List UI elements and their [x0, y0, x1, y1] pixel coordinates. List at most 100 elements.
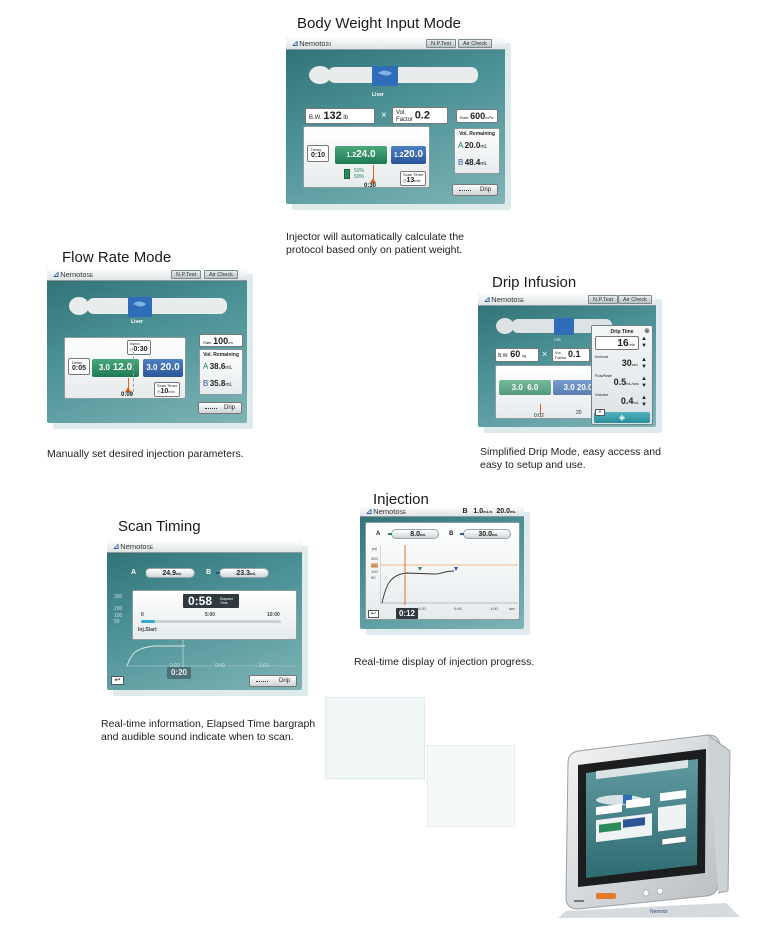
rate-field[interactable]: Rate 600mPa — [456, 109, 498, 123]
vol-factor-value: 0.1 — [568, 349, 581, 359]
np-test-button[interactable]: N.P.Test — [588, 295, 619, 304]
remaining-b-label: B — [458, 158, 464, 167]
volume-stepper-icon[interactable]: ▲▼ — [641, 395, 647, 408]
phase-a-block[interactable]: 1.224.0 — [335, 146, 387, 164]
rate-field[interactable]: Rate 100mL — [199, 334, 243, 347]
list-icon[interactable]: ≡ — [595, 409, 605, 416]
syringe-a-value: 24.9 — [162, 570, 176, 577]
bw-label: B.W. — [309, 115, 322, 121]
body-weight-field[interactable]: B.W. 132 lb — [305, 108, 375, 124]
drip-button[interactable]: Drip — [198, 402, 242, 414]
body-weight-caption-line1: Injector will automatically calculate th… — [286, 231, 464, 243]
delay-value: 0:05 — [72, 365, 87, 372]
volume-field[interactable]: 0.4mL — [606, 396, 639, 406]
syringe-b: 23.3mL — [216, 568, 269, 578]
flowrate-field[interactable]: 0.5mL/sec — [606, 377, 639, 387]
phase-b-block[interactable]: 1.220.0 — [391, 146, 426, 164]
remaining-a-unit: mL — [480, 144, 488, 150]
back-button[interactable]: ↩ — [111, 676, 124, 685]
syringe-a-tip — [142, 572, 146, 574]
pressure-curve — [125, 640, 295, 668]
phase-b-block[interactable]: 3.0 20.0 — [143, 359, 183, 377]
current-phase-info: B 1.0mL/s 20.0mL — [463, 506, 517, 517]
body-weight-screen: ⊿Nemoto20 N.P.Test Air Check Liver B.W. … — [286, 37, 505, 204]
drip-label: Drip — [479, 187, 491, 193]
syringe-b-tip — [216, 572, 220, 574]
drip-button[interactable]: Drip — [452, 184, 498, 196]
air-check-button[interactable]: Air Check — [204, 270, 238, 279]
volume-value: 0.4 — [620, 396, 634, 406]
device-knob-2 — [656, 887, 664, 895]
brand-sub: SE — [86, 273, 94, 279]
drip-time-stepper-icon[interactable]: ▲▼ — [641, 336, 647, 349]
drip-dots-icon — [256, 681, 268, 682]
syringe-b: 30.0mL — [460, 529, 511, 539]
organ-highlight — [372, 66, 398, 86]
y-tick-50: 50 — [371, 575, 376, 580]
brand-logo: ⊿Nemoto20 — [292, 37, 331, 52]
interval-field[interactable]: 30sec — [612, 358, 638, 368]
phase-b-vol: 20.0 — [160, 362, 180, 373]
interval-value: 30 — [621, 358, 632, 368]
drip-button[interactable]: Drip — [249, 675, 297, 687]
inject-value: 0:30 — [133, 346, 148, 353]
back-button[interactable]: ↩ — [368, 610, 379, 618]
x-unit: sec — [509, 606, 516, 611]
air-check-button[interactable]: Air Check — [458, 39, 492, 48]
close-icon[interactable]: ⊗ — [644, 328, 650, 335]
elapsed-time-display: 0:12 — [396, 608, 418, 619]
vol-factor-value: 0.2 — [414, 109, 430, 122]
logo-mark-icon: ⊿ — [113, 542, 120, 551]
syringe-a-value: 8.0 — [410, 531, 420, 538]
brand-name: Nemoto — [491, 295, 518, 304]
flow-rate-caption: Manually set desired injection parameter… — [47, 448, 244, 461]
delay-field[interactable]: Delay 0:10 — [307, 145, 330, 162]
protocol-panel: Inject ◷0:30 Delay 0:05 3.0 12.0 3.0 20.… — [64, 337, 186, 399]
elapsed-time-display: 0:20 — [167, 667, 191, 679]
np-test-button[interactable]: N.P.Test — [426, 39, 457, 48]
body-weight-field[interactable]: B.W. 60 kg — [495, 348, 539, 362]
np-test-button[interactable]: N.P.Test — [171, 270, 202, 279]
scan-timer-field[interactable]: Scan Timer ◷10min — [154, 382, 181, 397]
scan-timing-caption-line1: Real-time information, Elapsed Time barg… — [101, 718, 316, 730]
phase-b-block[interactable]: 3.0 20.0 — [553, 380, 603, 395]
rate-unit: mPa — [485, 115, 494, 120]
syringe-a-label: A — [376, 531, 381, 537]
drip-label: Drip — [278, 678, 290, 684]
delay-field[interactable]: Delay 0:05 — [68, 358, 91, 375]
phase-b-vol: 20.0 — [576, 383, 593, 392]
vol-factor-field[interactable]: Vol. Factor 0.2 — [392, 107, 448, 124]
air-check-button[interactable]: Air Check — [618, 295, 652, 304]
drip-time-field[interactable]: 16min — [595, 336, 639, 350]
interval-label: Interval — [595, 354, 609, 359]
drip-dots-icon — [459, 190, 471, 191]
phase-a-marker-icon — [418, 567, 422, 571]
flowrate-stepper-icon[interactable]: ▲▼ — [641, 376, 647, 389]
brand-logo: ⊿NemotoSE — [366, 506, 406, 519]
phase-a-block[interactable]: 3.0 12.0 — [92, 359, 139, 377]
logo-mark-icon: ⊿ — [484, 295, 491, 304]
elapsed-time-bargraph — [141, 620, 281, 623]
y-tick-300: 300 — [114, 594, 123, 600]
scan-timing-screen: ⊿NemotoSE A 24.9mL B 23.3mL 300 200 100 … — [107, 540, 302, 690]
scan-timing-title: Scan Timing — [118, 518, 201, 535]
time-marker-icon — [370, 178, 376, 183]
remaining-a-value: 20.0 — [464, 141, 481, 150]
brand-sub: SE — [399, 510, 407, 516]
drip-confirm-button[interactable]: ◈ — [594, 412, 650, 423]
rate-unit: mL — [228, 340, 234, 345]
brand-name: Nemoto — [299, 39, 326, 48]
elapsed-timer-display: 0:58 Elapsed Time — [183, 594, 239, 608]
inject-label: Inject — [130, 341, 140, 346]
inject-time-field[interactable]: Inject ◷0:30 — [127, 340, 151, 355]
clock-icon: ◷ — [403, 178, 407, 183]
scale-start: 0 — [141, 612, 144, 618]
interval-stepper-icon[interactable]: ▲▼ — [641, 357, 647, 370]
vol-remaining-label: Vol. Remaining — [459, 131, 495, 137]
injection-graph-panel: A 8.0mL B 30.0mL psi 300 200 100 50 0:20… — [365, 522, 520, 620]
rate-value: 100 — [213, 336, 229, 346]
vol-factor-field[interactable]: Vol. Factor 0.1 — [552, 348, 590, 362]
phase-a-block[interactable]: 3.0 6.0 — [499, 380, 551, 395]
scan-timer-field[interactable]: Scan Timer ◷13min — [400, 171, 427, 186]
multiply-sign: × — [381, 110, 387, 121]
